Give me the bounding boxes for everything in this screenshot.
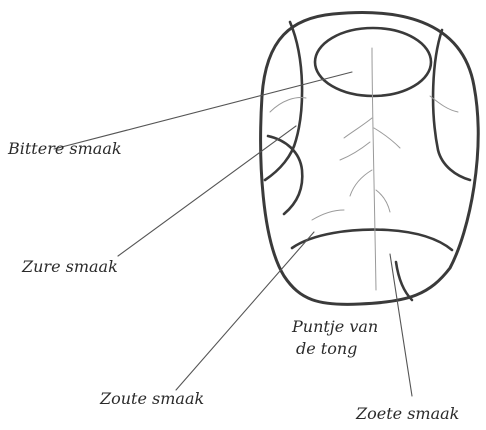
tip-zone-divider — [396, 262, 412, 300]
sour-taste-label: Zure smaak — [22, 258, 118, 276]
tip-zone-outline — [292, 230, 452, 250]
salty-pointer-line — [176, 232, 314, 390]
sweet-taste-label: Zoete smaak — [356, 405, 459, 423]
salty-taste-label: Zoute smaak — [100, 390, 204, 408]
tongue-tip-label-line1: Puntje van — [292, 318, 378, 336]
sweet-pointer-line — [390, 254, 412, 396]
bitter-pointer-line — [54, 72, 352, 149]
bitter-zone-outline — [315, 28, 431, 96]
tongue-veins — [270, 48, 458, 290]
tongue-outline — [261, 13, 479, 305]
sour-zone-right-outline — [433, 30, 470, 180]
tongue-tip-label-line2: de tong — [296, 340, 357, 358]
bitter-taste-label: Bittere smaak — [8, 140, 122, 158]
